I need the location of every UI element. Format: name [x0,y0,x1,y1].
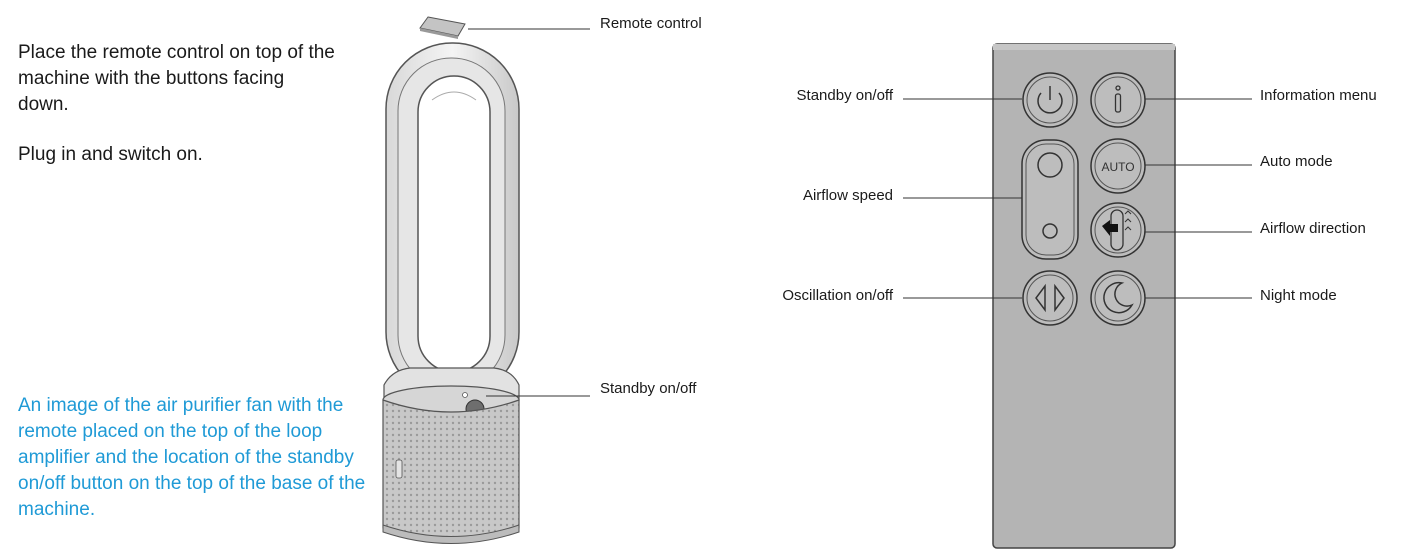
air-purifier-fan-illustration [382,16,520,544]
moon-icon [1090,270,1146,326]
speed-rocker [1021,139,1079,260]
label-night-mode: Night mode [1260,287,1337,304]
label-airflow-direction: Airflow direction [1260,220,1366,237]
airflow-direction-icon [1090,202,1146,258]
auto-button-text: AUTO [1101,160,1134,174]
label-oscillation: Oscillation on/off [782,287,893,304]
label-fan-standby: Standby on/off [600,380,697,397]
label-auto-mode: Auto mode [1260,153,1333,170]
label-standby: Standby on/off [796,87,893,104]
label-airflow-speed: Airflow speed [802,187,893,204]
info-icon [1090,72,1146,128]
instruction-step-2: Plug in and switch on. [18,144,203,165]
auto-icon: AUTO [1090,138,1146,194]
remote-on-top-icon [419,16,466,39]
loop-amplifier [385,42,520,399]
power-icon [1022,72,1078,128]
image-description: An image of the air purifier fan with th… [18,395,366,520]
oscillation-icon [1022,270,1078,326]
remote-control-illustration: AUTO [992,43,1176,549]
label-remote-control: Remote control [600,15,702,32]
label-information-menu: Information menu [1260,87,1377,104]
instruction-step-1: Place the remote control on top of the m… [18,42,335,115]
fan-base [382,367,520,544]
